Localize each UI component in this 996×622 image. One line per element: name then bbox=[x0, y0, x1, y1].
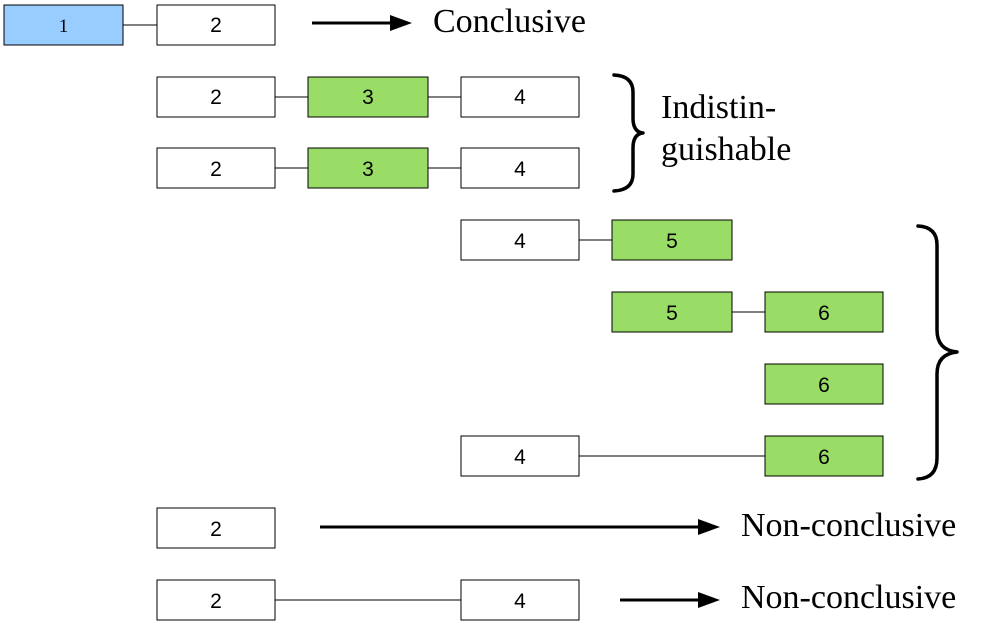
brace-indistinguishable bbox=[612, 73, 645, 193]
conclusive-label: Conclusive bbox=[433, 3, 586, 40]
box-label: 2 bbox=[210, 158, 222, 181]
box-white-4 bbox=[460, 579, 580, 621]
row-5: 5 6 bbox=[611, 291, 884, 333]
non-conclusive-label: Non-conclusive bbox=[741, 507, 956, 544]
box-white-4 bbox=[460, 76, 580, 118]
box-white-2 bbox=[156, 76, 276, 118]
box-white-4 bbox=[460, 219, 580, 261]
box-white-2 bbox=[156, 147, 276, 189]
indistinguishable-label-line2: guishable bbox=[661, 131, 791, 168]
brace-group-2 bbox=[916, 224, 959, 481]
box-green-3 bbox=[307, 76, 429, 118]
box-green-6 bbox=[764, 291, 884, 333]
row-8: 2 Non-conclusive bbox=[156, 507, 956, 549]
row-6: 6 bbox=[764, 363, 884, 405]
box-label: 3 bbox=[362, 158, 374, 181]
box-label: 2 bbox=[210, 590, 222, 613]
box-label: 4 bbox=[514, 230, 526, 253]
box-label: 3 bbox=[362, 86, 374, 109]
box-label: 4 bbox=[514, 158, 526, 181]
box-white-4 bbox=[460, 147, 580, 189]
box-green-6 bbox=[764, 435, 884, 477]
row-3: 2 3 4 bbox=[156, 147, 580, 189]
arrowhead bbox=[390, 15, 412, 31]
indistinguishable-label-line1: Indistin- bbox=[661, 89, 776, 126]
box-green-3 bbox=[307, 147, 429, 189]
box-green-6 bbox=[764, 363, 884, 405]
arrowhead bbox=[698, 592, 720, 608]
box-white-2 bbox=[156, 579, 276, 621]
box-white-2 bbox=[156, 4, 276, 46]
row-2: 2 3 4 bbox=[156, 76, 580, 118]
non-conclusive-label: Non-conclusive bbox=[741, 579, 956, 616]
arrowhead bbox=[698, 519, 720, 535]
box-label: 6 bbox=[818, 374, 830, 397]
row-1: 1 2 Conclusive bbox=[3, 3, 586, 46]
box-label: 2 bbox=[210, 86, 222, 109]
box-label: 2 bbox=[210, 518, 222, 541]
box-label: 4 bbox=[514, 590, 526, 613]
box-label: 4 bbox=[514, 86, 526, 109]
box-blue-1 bbox=[3, 4, 124, 46]
box-white-4 bbox=[460, 435, 580, 477]
box-label: 5 bbox=[666, 302, 678, 325]
box-label: 2 bbox=[210, 14, 222, 37]
box-green-5 bbox=[611, 291, 733, 333]
row-7: 4 6 bbox=[460, 435, 884, 477]
box-label: 6 bbox=[818, 302, 830, 325]
box-label: 4 bbox=[514, 446, 526, 469]
row-9: 2 4 Non-conclusive bbox=[156, 579, 956, 621]
box-label: 5 bbox=[666, 230, 678, 253]
box-label: 6 bbox=[818, 446, 830, 469]
box-label: 1 bbox=[59, 16, 69, 37]
row-4: 4 5 bbox=[460, 219, 733, 261]
box-green-5 bbox=[611, 219, 733, 261]
box-white-2 bbox=[156, 507, 276, 549]
